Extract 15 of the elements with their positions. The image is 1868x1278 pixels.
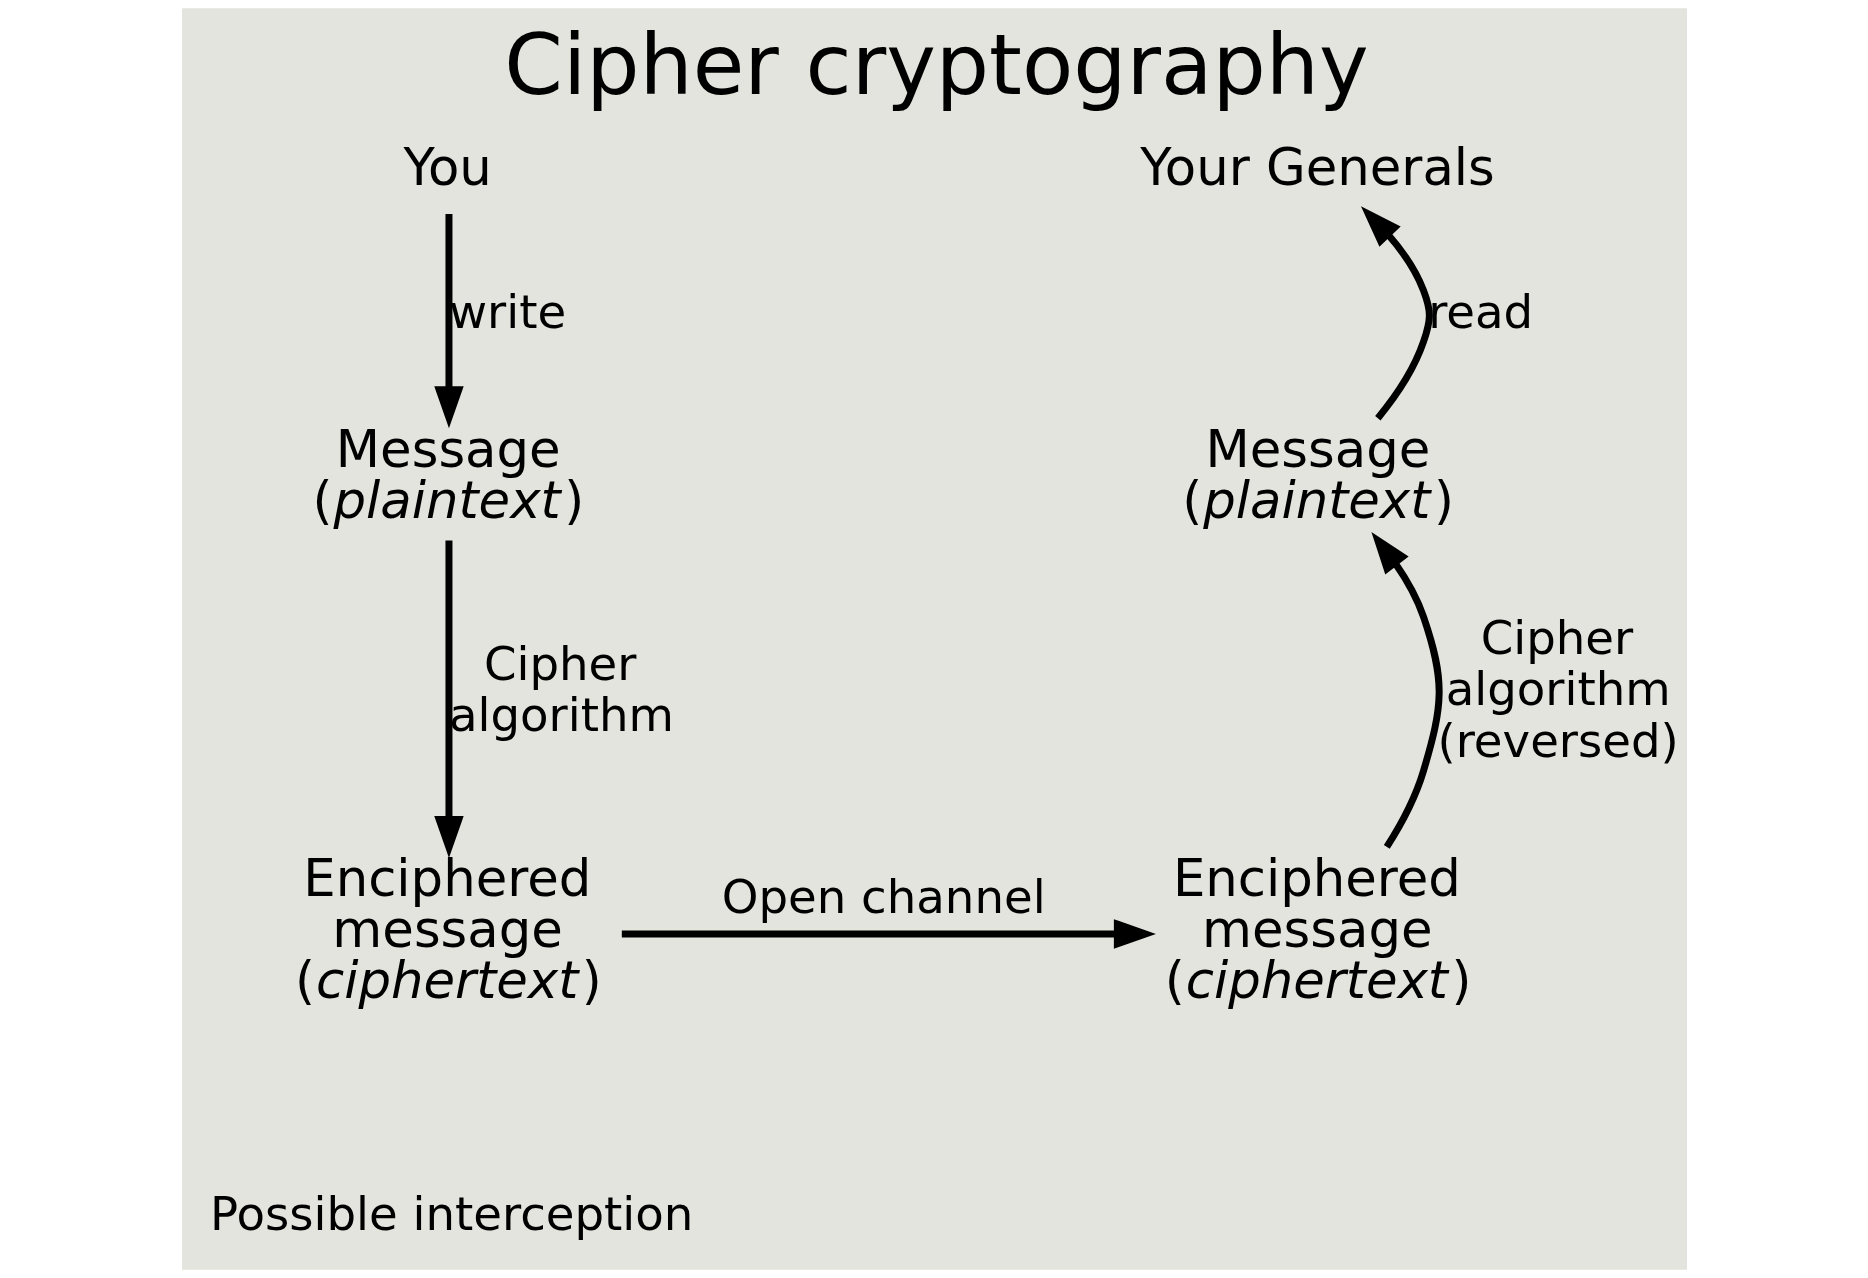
node-text: Message (plaintext)	[1181, 418, 1454, 530]
edge-label: Open channel	[721, 869, 1046, 924]
diagram-title: Cipher cryptography	[503, 16, 1369, 115]
label: Possible interception	[209, 1187, 693, 1242]
arrow	[1370, 532, 1443, 849]
edge-label: Cipher algorithm (reversed)	[1437, 611, 1679, 768]
edge-label: Cipher algorithm	[448, 636, 674, 743]
node-text: Message (plaintext)	[312, 418, 584, 530]
edge-label: write	[448, 284, 566, 339]
edge-label: read	[1427, 284, 1533, 339]
node-text: Enciphered message (ciphertext)	[1164, 847, 1472, 1011]
arrow	[1360, 206, 1433, 421]
node-text: Enciphered message (ciphertext)	[294, 847, 602, 1011]
node-text: You	[402, 136, 492, 197]
node-text: Your Generals	[1139, 136, 1495, 197]
